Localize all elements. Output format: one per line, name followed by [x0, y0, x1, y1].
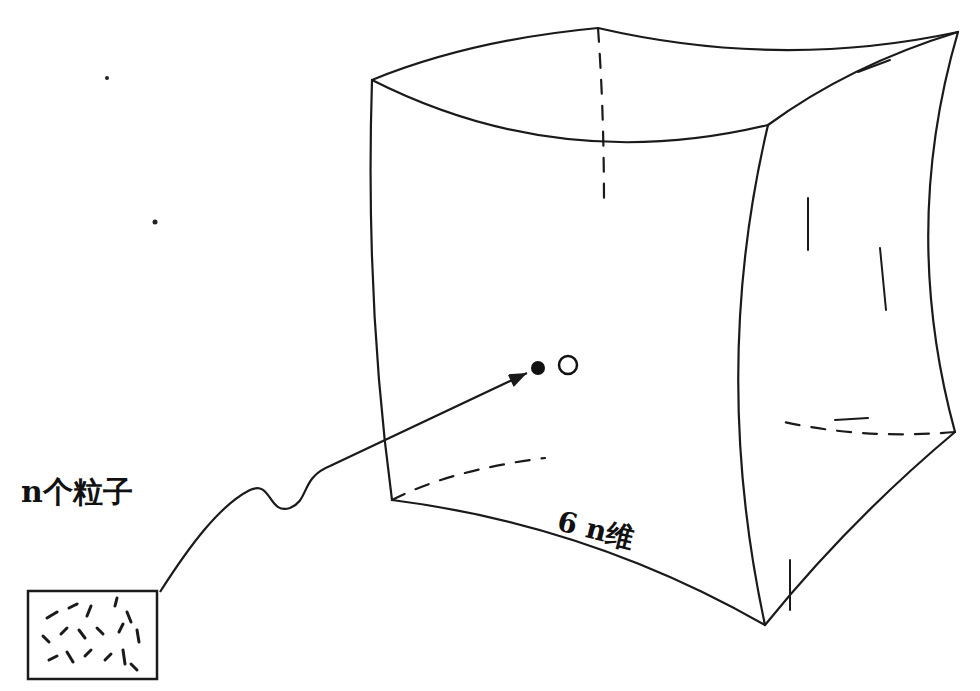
- cube-edge: [372, 80, 768, 142]
- particle: [127, 612, 131, 622]
- cube-edge: [372, 28, 598, 80]
- particle: [119, 624, 123, 632]
- cube-edge: [928, 32, 958, 432]
- wavy-arrow: [160, 373, 527, 592]
- particle: [87, 606, 91, 616]
- phase-space-cube: 6 n维: [360, 20, 970, 640]
- particle: [105, 654, 111, 660]
- particle: [49, 656, 57, 660]
- particle: [115, 598, 117, 606]
- cube-edge: [371, 80, 392, 500]
- cube-edge: [392, 500, 765, 625]
- cube-edge: [738, 125, 768, 625]
- dimension-label: 6 n维: [553, 503, 637, 559]
- node-heading: n个粒子: [21, 472, 133, 513]
- arrowhead: [508, 373, 527, 387]
- particle-box: n个粒子: [27, 590, 158, 680]
- cube-edge: [598, 28, 958, 50]
- hidden-edge: [392, 458, 545, 500]
- box-border: [28, 591, 157, 679]
- stray-dot: [105, 76, 109, 80]
- cube-edge: [765, 432, 955, 625]
- particle: [61, 628, 67, 634]
- shading-stroke: [880, 248, 886, 310]
- stray-dot: [153, 220, 158, 225]
- particle: [123, 650, 125, 664]
- particle: [85, 650, 91, 656]
- shading-stroke: [858, 60, 890, 72]
- particle: [67, 652, 73, 662]
- cube-edge: [768, 32, 958, 125]
- particle: [97, 628, 103, 634]
- particle: [137, 630, 139, 642]
- shading-stroke: [835, 418, 868, 420]
- particle: [131, 664, 137, 670]
- shading-stroke: [807, 198, 809, 250]
- hidden-edge: [598, 28, 604, 205]
- particle: [43, 636, 49, 642]
- hidden-edge: [775, 420, 955, 434]
- particle: [69, 604, 77, 608]
- phase-point: [531, 361, 545, 375]
- particle: [79, 630, 85, 638]
- particle: [47, 612, 57, 618]
- origin-circle: [559, 356, 577, 374]
- node-outline: [27, 590, 158, 680]
- node-outline: [360, 20, 970, 640]
- shading-stroke: [789, 560, 791, 610]
